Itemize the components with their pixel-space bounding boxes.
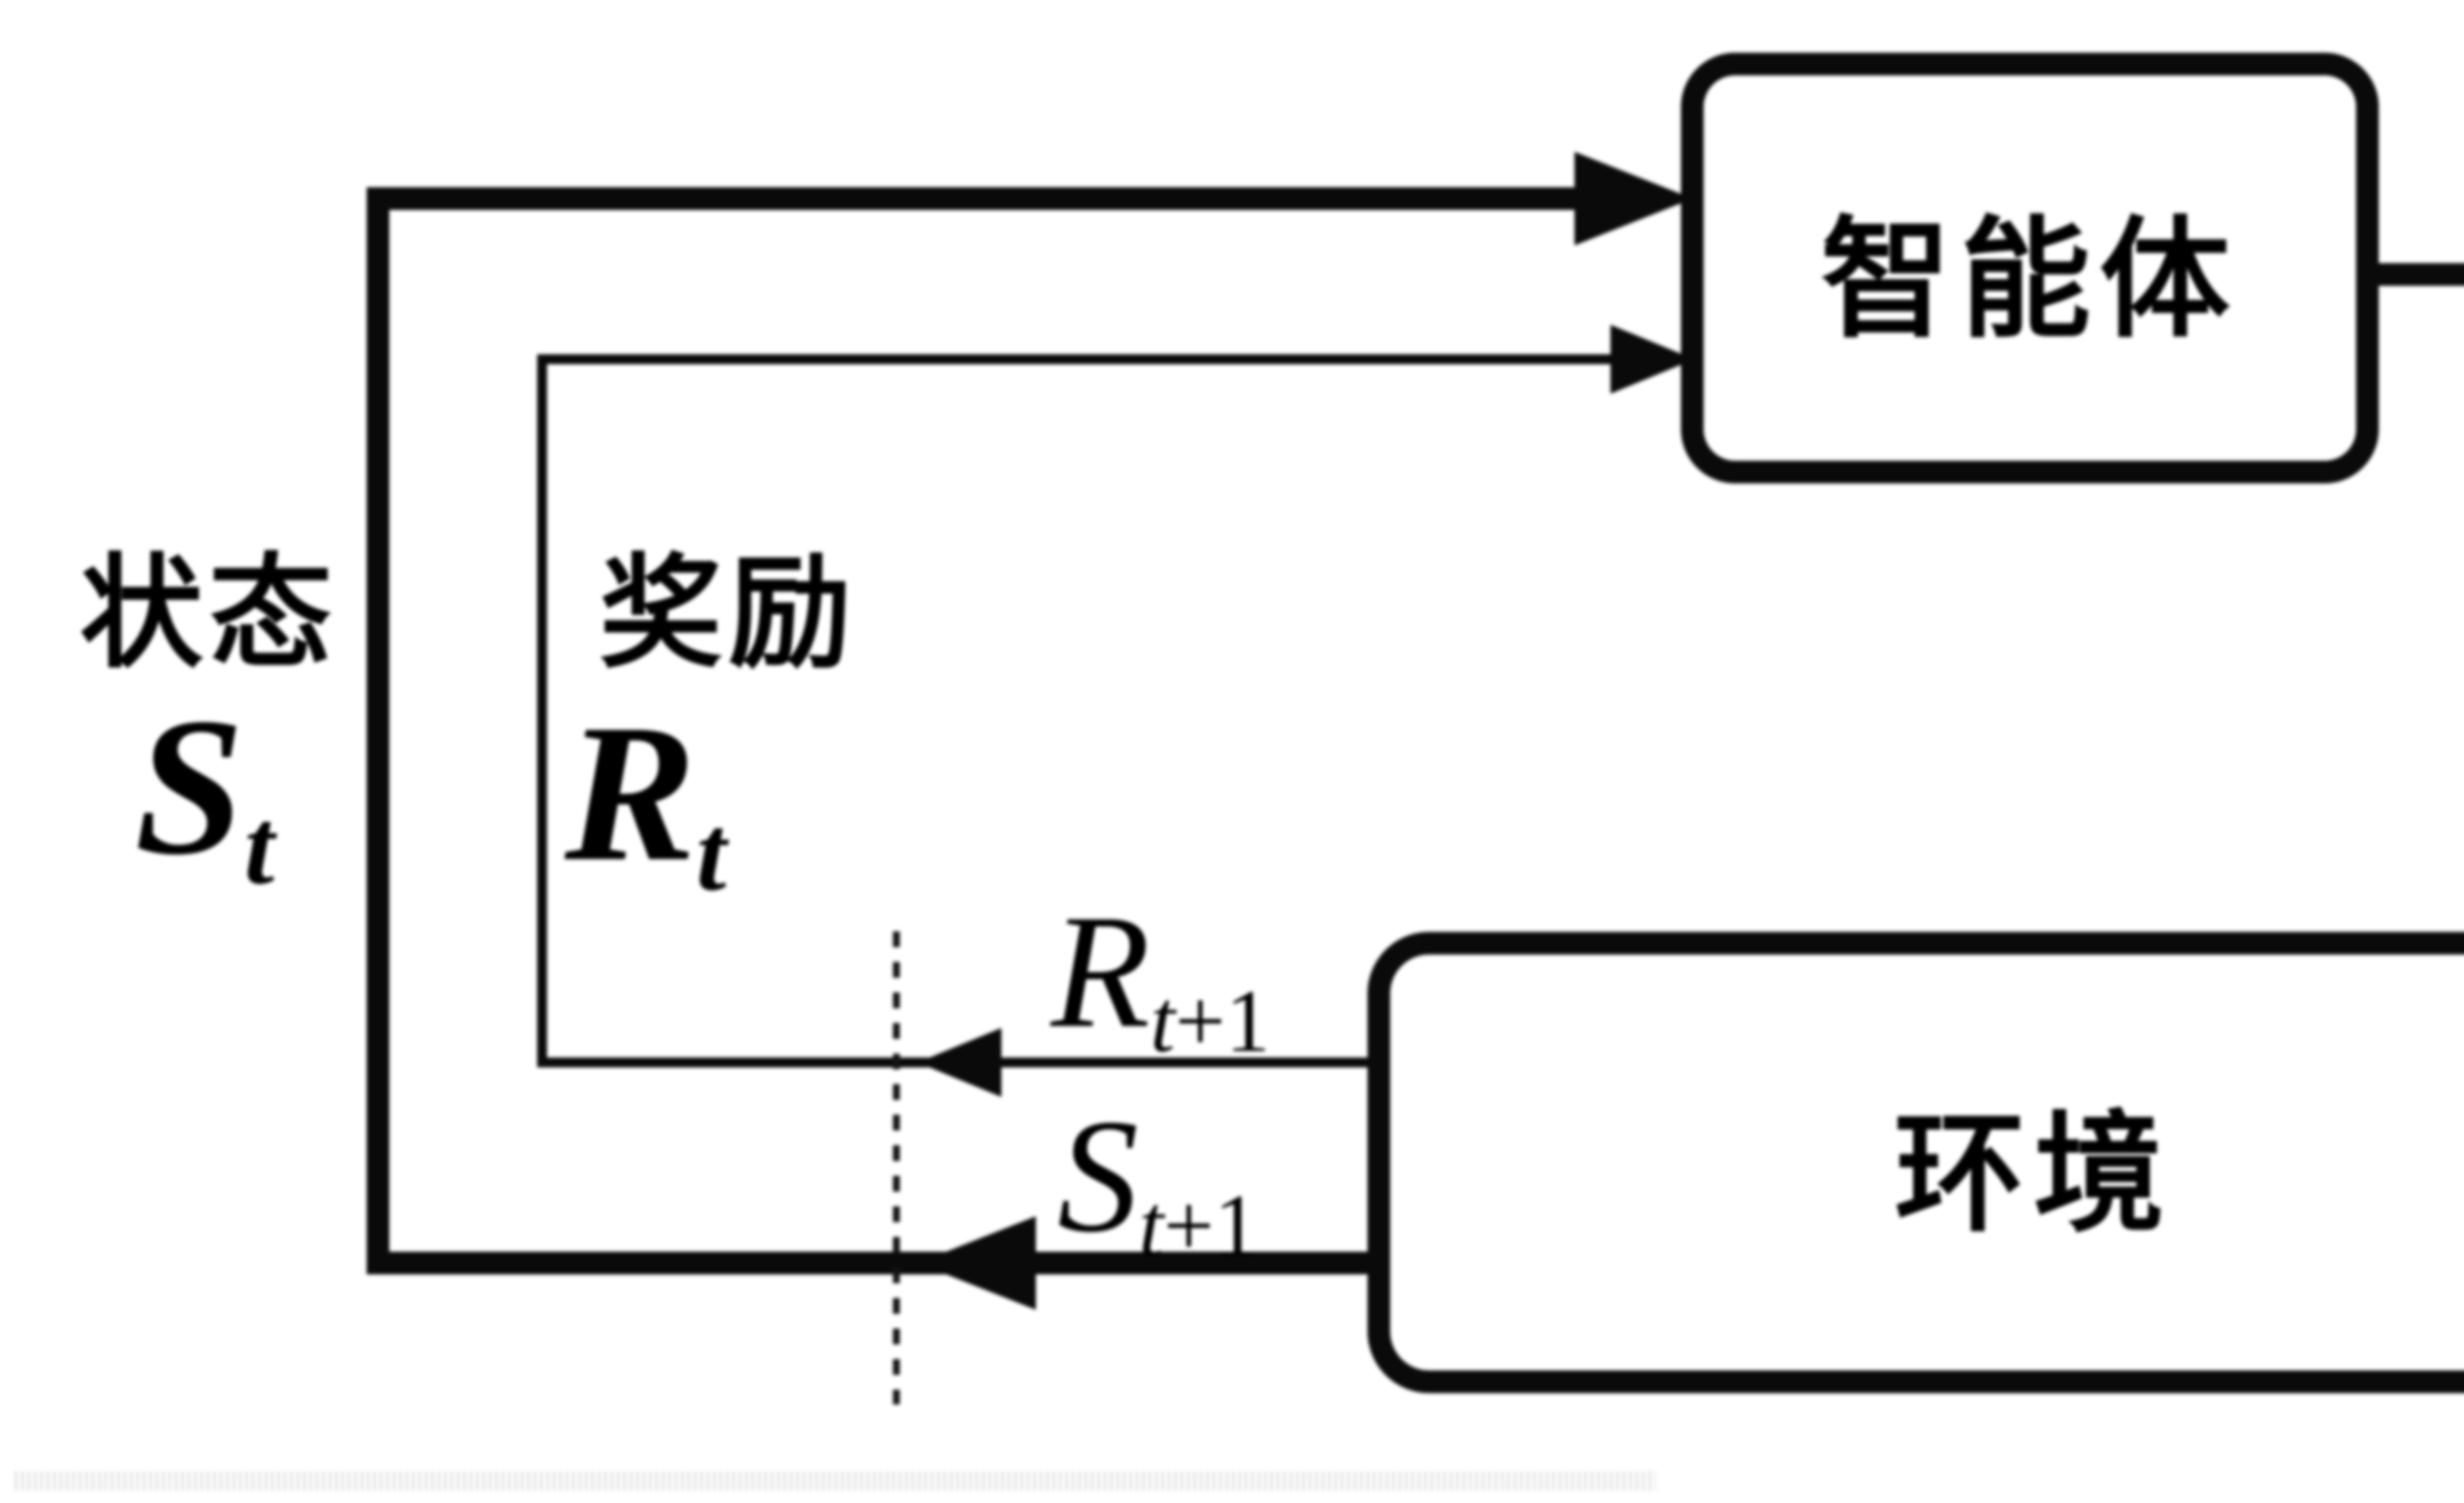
next-reward-symbol-subscript: t <box>1150 971 1175 1071</box>
reward-loop-top-line <box>537 354 1611 364</box>
agent-node: 智能体 <box>1681 53 2379 483</box>
time-step-dashed-line <box>893 931 900 1404</box>
reward-symbol-label: Rt <box>565 694 726 907</box>
state-symbol-subscript: t <box>244 786 274 907</box>
next-reward-symbol-base: R <box>1051 881 1151 1061</box>
state-symbol-label: St <box>135 688 274 901</box>
agent-node-label: 智能体 <box>1820 208 2239 353</box>
next-reward-symbol-label: Rt+1 <box>1051 881 1270 1071</box>
next-reward-arrowhead-icon <box>918 1028 1001 1097</box>
environment-node: 环境 <box>1368 932 2464 1393</box>
state-loop-left-line <box>367 187 389 1274</box>
scan-artifact-streak <box>15 1471 1656 1491</box>
reward-symbol-subscript: t <box>696 792 726 913</box>
next-state-symbol-subscript: t <box>1138 1176 1164 1275</box>
next-state-symbol-label: St+1 <box>1057 1086 1259 1275</box>
reward-word-label: 奖励 <box>599 547 857 683</box>
state-loop-top-line <box>367 187 1579 210</box>
next-state-arrowhead-icon <box>918 1216 1036 1310</box>
action-loop-top-line <box>2368 263 2464 286</box>
next-state-symbol-base: S <box>1057 1086 1139 1266</box>
state-word-label: 状态 <box>80 547 338 683</box>
reward-symbol-base: R <box>565 683 696 902</box>
reward-loop-left-line <box>537 354 547 1067</box>
state-symbol-base: S <box>135 677 244 896</box>
environment-node-label: 环境 <box>1894 1103 2173 1248</box>
state-into-agent-arrowhead-icon <box>1574 152 1693 245</box>
next-state-line <box>367 1252 1382 1274</box>
reward-into-agent-arrowhead-icon <box>1610 325 1694 394</box>
